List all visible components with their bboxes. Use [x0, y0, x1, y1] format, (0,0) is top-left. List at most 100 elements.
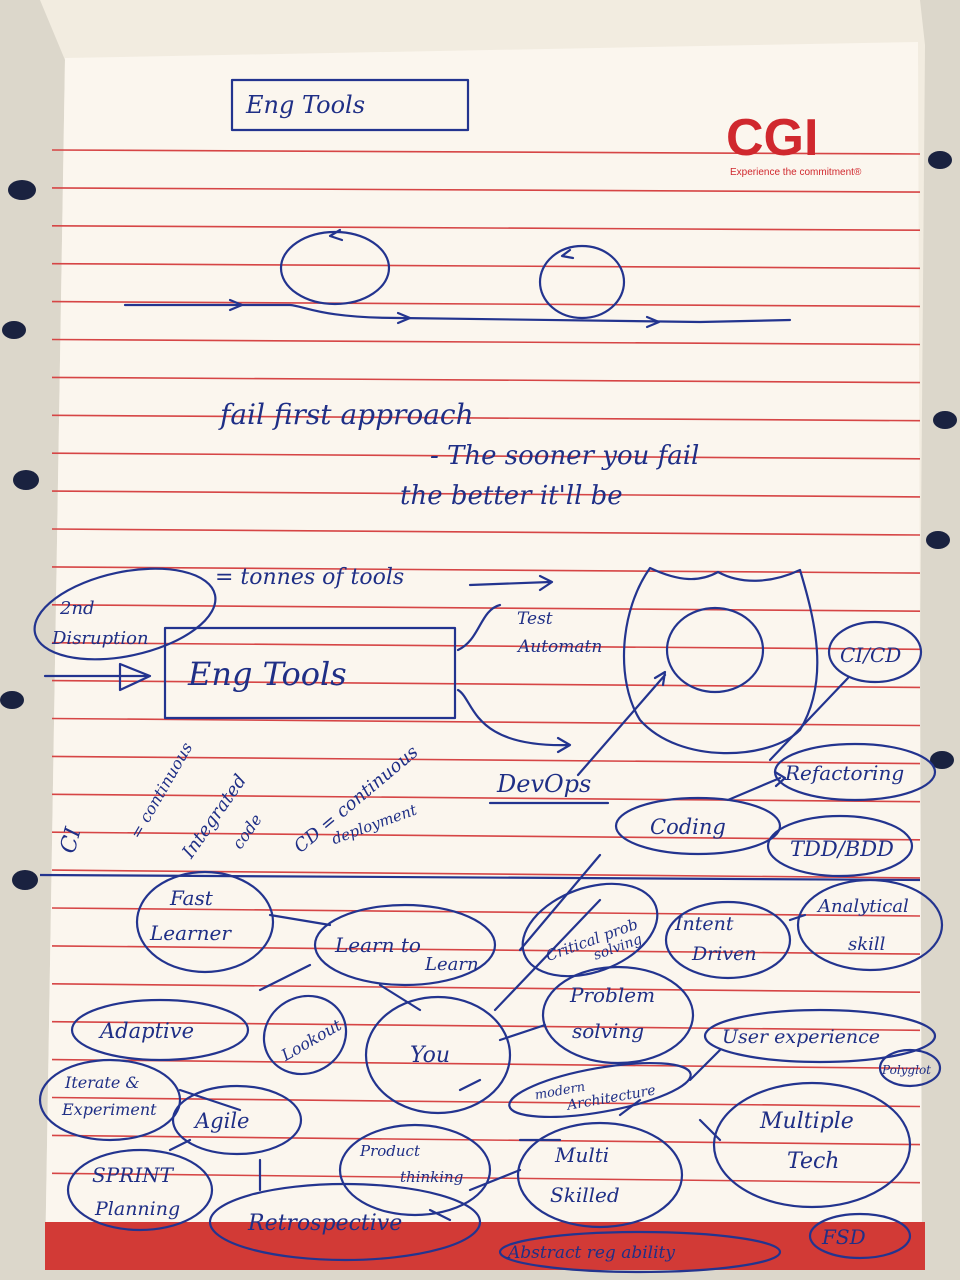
cgi-logo: CGI: [726, 109, 818, 167]
abstract-label: Abstract reg ability: [506, 1243, 675, 1263]
iterate-label-1: Iterate &: [64, 1073, 140, 1092]
you-bubble: [364, 995, 512, 1115]
devops-label: DevOps: [496, 770, 591, 798]
ruled-line: [51, 604, 921, 612]
sprint-bubble: [66, 1148, 214, 1232]
divider-line: [39, 873, 921, 882]
multi-label-1: Multi: [554, 1143, 609, 1167]
cgi-tagline: Experience the commitment®: [730, 167, 862, 178]
ruled-line: [51, 528, 921, 536]
ruled-line: [51, 452, 921, 460]
fabric-pattern: [0, 151, 957, 890]
eng-tools-box: [163, 626, 457, 720]
ux-label: User experience: [722, 1026, 880, 1048]
devops-to-target-arrow: [576, 670, 667, 777]
disruption-bubble: [33, 567, 217, 661]
multi-label-2: Skilled: [550, 1183, 620, 1207]
cicd-connector: [768, 676, 850, 762]
refactoring-label: Refactoring: [784, 761, 904, 785]
coding-bubble: [614, 796, 782, 856]
adaptive-label: Adaptive: [98, 1019, 194, 1043]
target-core: [665, 606, 765, 694]
ruled-line: [51, 1020, 921, 1032]
ruled-line: [51, 945, 921, 955]
intent-label-2: Driven: [691, 943, 757, 965]
disruption-label-2: Disruption: [51, 628, 149, 649]
fsd-bubble: [808, 1212, 912, 1260]
title-box: [230, 78, 470, 132]
sprint-label-1: SPRINT: [92, 1163, 175, 1187]
product-label-1: Product: [359, 1142, 421, 1160]
ruled-line: [51, 300, 921, 308]
retrospective-bubble: [208, 1182, 482, 1262]
ruled-line: [51, 490, 921, 498]
multiple-label-2: Tech: [787, 1149, 839, 1174]
tonnes-of-tools-text: = tonnes of tools: [215, 565, 404, 590]
adaptive-bubble: [70, 998, 250, 1062]
ruled-line: [51, 983, 921, 993]
test-label-2: Automatn: [516, 637, 602, 657]
lookout-bubble: [262, 994, 348, 1076]
modern-arch-bubble: [508, 1061, 692, 1119]
product-thinking-bubble: [338, 1123, 492, 1217]
ruled-line: [51, 338, 921, 346]
multi-skilled-bubble: [516, 1121, 684, 1229]
ruled-line: [51, 149, 921, 155]
analytical-bubble: [796, 878, 944, 972]
sprint-label-2: Planning: [94, 1198, 180, 1220]
test-label-1: Test: [517, 609, 553, 629]
ruled-line: [51, 1096, 921, 1108]
ruled-line: [51, 717, 921, 727]
learn-to-learn-bubble: [313, 903, 497, 987]
abstract-bubble: [498, 1230, 782, 1274]
ruled-line: [51, 225, 921, 231]
retro-label: Retrospective: [247, 1211, 402, 1236]
tonnes-arrow: [468, 574, 554, 592]
target-shield: [622, 566, 819, 755]
eng-tools-box-text: Eng Tools: [187, 655, 347, 693]
multiple-label-1: Multiple: [759, 1109, 854, 1134]
ruled-line: [51, 1058, 921, 1070]
multiple-tech-bubble: [712, 1081, 912, 1209]
problem-label-2: solving: [572, 1019, 644, 1043]
ruled-lines: [51, 149, 921, 1184]
polyglot-bubble: [878, 1048, 942, 1088]
eng-tools-branches: [456, 603, 572, 754]
critical-bubble: [521, 882, 659, 978]
fast-label-2: Learner: [149, 921, 232, 945]
polyglot-label: Polyglot: [881, 1063, 931, 1077]
you-label: You: [410, 1043, 450, 1068]
problem-label-1: Problem: [569, 983, 655, 1007]
ruled-line: [51, 793, 921, 803]
fail-loop-diagram: [123, 228, 792, 329]
cicd-label: CI/CD: [840, 643, 901, 667]
learn-label-1: Learn to: [334, 933, 421, 957]
product-label-2: thinking: [400, 1168, 463, 1186]
ruled-line: [51, 755, 921, 765]
ruled-line: [51, 262, 921, 270]
disruption-label-1: 2nd: [59, 598, 95, 619]
ruled-line: [51, 679, 921, 689]
iterate-label-2: Experiment: [61, 1100, 157, 1119]
iterate-bubble: [38, 1058, 182, 1142]
ruled-line: [51, 187, 921, 193]
disruption-arrow: [43, 662, 152, 692]
tdd-bubble: [766, 814, 914, 878]
footer-band: [45, 1222, 925, 1270]
ruled-line: [51, 566, 921, 574]
fsd-label: FSD: [821, 1225, 866, 1249]
better-text: the better it'll be: [400, 481, 623, 511]
analytical-label-1: Analytical: [816, 896, 909, 917]
title-text: Eng Tools: [245, 91, 365, 119]
analytical-label-2: skill: [848, 934, 886, 955]
ruled-line: [51, 1172, 921, 1184]
ruled-line: [51, 641, 921, 651]
tdd-label: TDD/BDD: [790, 837, 894, 861]
agile-label: Agile: [193, 1109, 249, 1133]
coding-label: Coding: [650, 815, 726, 839]
ruled-line: [51, 376, 921, 384]
cicd-bubble: [827, 620, 923, 684]
learn-label-2: Learn: [424, 954, 479, 975]
agile-bubble: [171, 1084, 303, 1156]
